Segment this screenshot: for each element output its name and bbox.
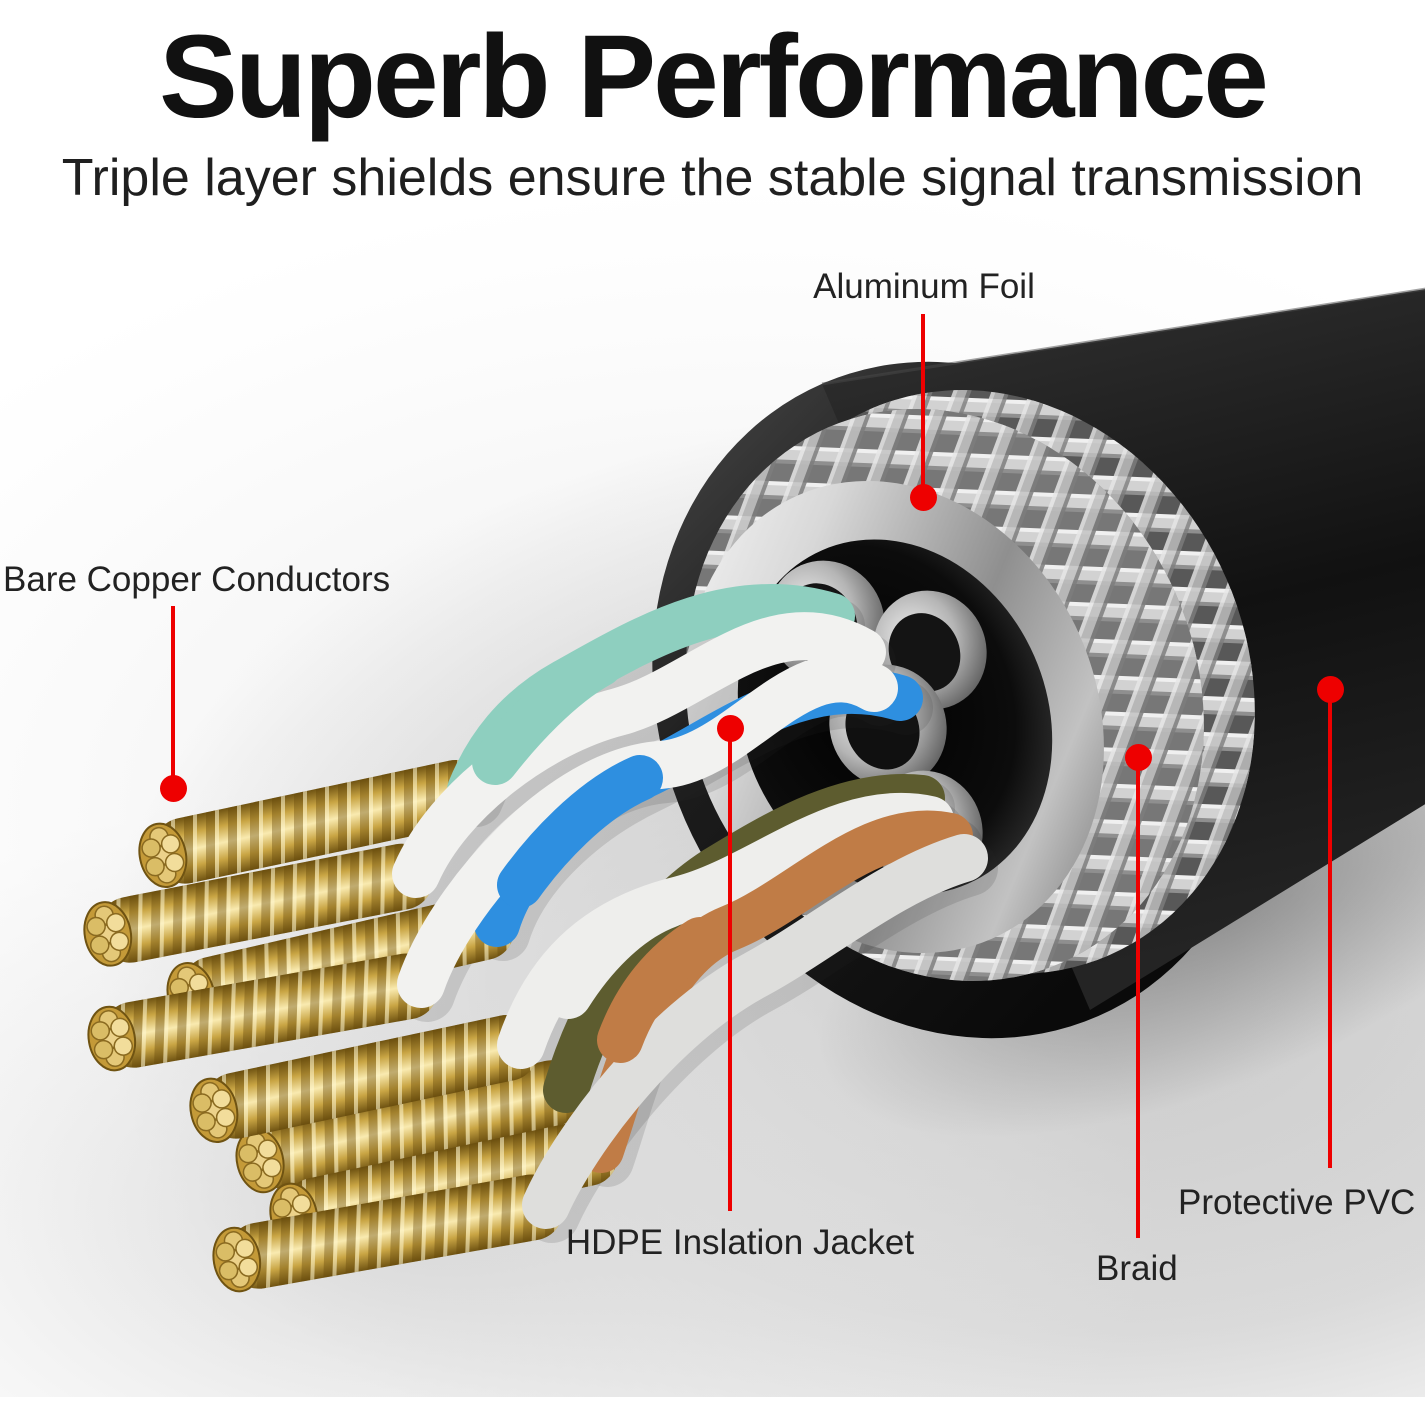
leader-line-hdpe-insulation-jacket [728, 740, 732, 1211]
page-title: Superb Performance [159, 11, 1269, 143]
leader-dot-braid [1125, 744, 1152, 771]
callout-label-hdpe-insulation-jacket: HDPE Inslation Jacket [565, 1223, 915, 1262]
callout-label-protective-pvc: Protective PVC [1178, 1183, 1416, 1222]
leader-line-protective-pvc [1328, 701, 1332, 1168]
pair-olive [183, 774, 954, 1199]
pair-blue [82, 654, 923, 1077]
callout-label-braid: Braid [1096, 1249, 1178, 1288]
pair-teal [77, 583, 886, 972]
leader-line-aluminum-foil [921, 314, 925, 497]
leader-dot-aluminum-foil [910, 484, 937, 511]
leader-dot-protective-pvc [1317, 676, 1344, 703]
leader-line-braid [1136, 769, 1140, 1238]
callout-label-bare-copper-conductors: Bare Copper Conductors [3, 560, 391, 599]
leader-dot-hdpe-insulation-jacket [717, 715, 744, 742]
leader-dot-bare-copper-conductors [160, 775, 187, 802]
callout-label-aluminum-foil: Aluminum Foil [813, 267, 1035, 306]
leader-line-bare-copper-conductors [171, 606, 175, 788]
